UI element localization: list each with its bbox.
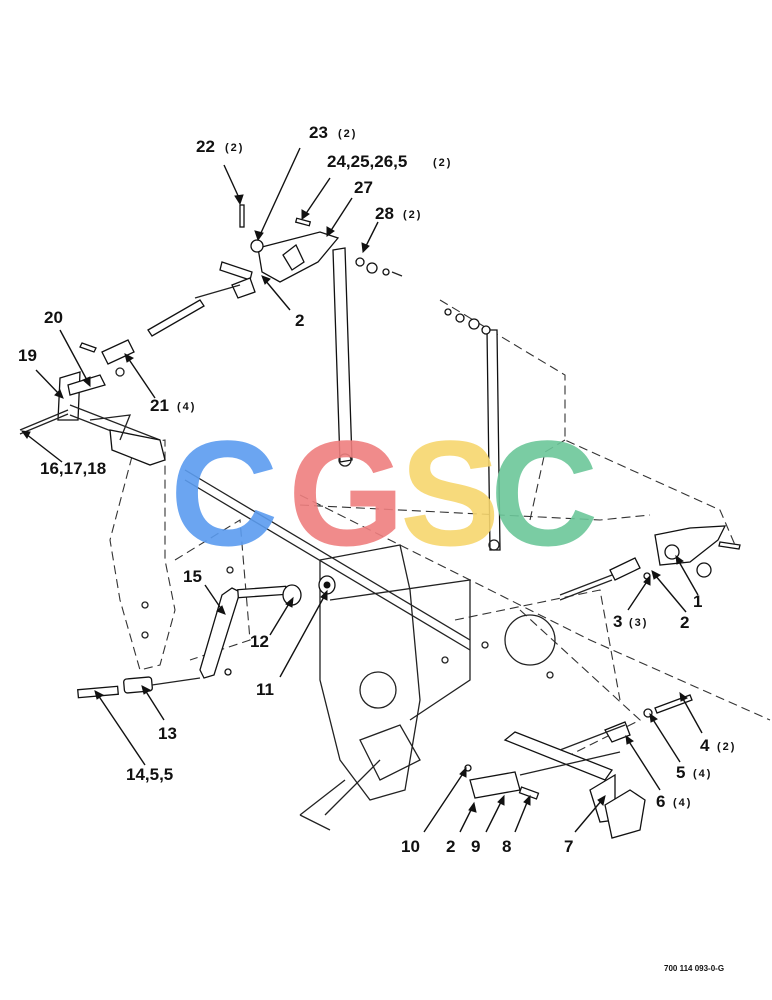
callout-5-qty: (4)	[693, 768, 712, 780]
callout-7: 7	[564, 837, 573, 856]
callout-10: 10	[401, 837, 420, 856]
callout-13: 13	[158, 724, 177, 743]
watermark-letter-c1: C	[170, 409, 278, 577]
callout-22: 22	[196, 137, 215, 156]
callout-9: 9	[471, 837, 480, 856]
callout-5: 5	[676, 763, 685, 782]
callout-21: 21	[150, 396, 169, 415]
callout-15: 15	[183, 567, 202, 586]
callout-labels: 22 (2) 23 (2) 24,25,26,5 (2) 27 28 (2) 2…	[18, 123, 736, 973]
callout-12: 12	[250, 632, 269, 651]
right-linkage	[559, 525, 741, 601]
callout-3: 3	[613, 612, 622, 631]
callout-16-17-18: 16,17,18	[40, 459, 106, 478]
callout-23: 23	[309, 123, 328, 142]
callout-28-qty: (2)	[403, 209, 422, 221]
callout-8: 8	[502, 837, 511, 856]
callout-23-qty: (2)	[338, 128, 357, 140]
watermark-letter-s: S	[400, 409, 500, 577]
callout-24-qty: (2)	[433, 157, 452, 169]
callout-24-25-26-5: 24,25,26,5	[327, 152, 407, 171]
callout-22-qty: (2)	[225, 142, 244, 154]
watermark: C G S C	[170, 409, 598, 577]
callout-27: 27	[354, 178, 373, 197]
lower-left-linkage	[77, 575, 336, 699]
callout-4-qty: (2)	[717, 741, 736, 753]
callout-19: 19	[18, 346, 37, 365]
frame-structure	[109, 299, 771, 831]
callout-20: 20	[44, 308, 63, 327]
drawing-reference-number: 700 114 093-0-G	[664, 964, 724, 973]
watermark-letter-c2: C	[490, 409, 598, 577]
callout-6: 6	[656, 792, 665, 811]
pedal-assembly	[464, 694, 693, 839]
callout-3-qty: (3)	[629, 617, 648, 629]
callout-28: 28	[375, 204, 394, 223]
callout-6-qty: (4)	[673, 797, 692, 809]
callout-2-upper: 2	[295, 311, 304, 330]
callout-4: 4	[700, 736, 710, 755]
leader-lines	[20, 147, 703, 833]
callout-14-5-5: 14,5,5	[126, 765, 173, 784]
callout-1: 1	[693, 592, 702, 611]
left-pivot-assembly	[19, 339, 166, 466]
watermark-letter-g: G	[288, 409, 405, 577]
link-rods	[332, 247, 501, 551]
callout-21-qty: (4)	[177, 401, 196, 413]
callout-11: 11	[256, 680, 274, 699]
upper-linkage	[147, 204, 491, 337]
callout-2-lower: 2	[446, 837, 455, 856]
callout-2-right: 2	[680, 613, 689, 632]
